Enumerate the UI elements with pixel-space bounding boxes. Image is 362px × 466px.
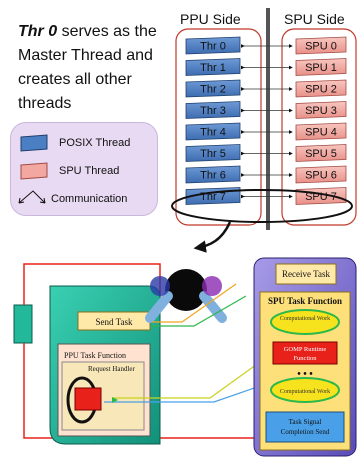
- ppu-thread-label: Thr 2: [200, 84, 226, 96]
- handler-red-block: [74, 387, 102, 411]
- ppu-thread-label: Thr 4: [200, 127, 226, 139]
- ppu-thread-box: [185, 144, 241, 162]
- hub-pipe-right: [199, 291, 227, 323]
- ppu-thread-box: [185, 122, 241, 141]
- zoom-arrow: [193, 221, 232, 253]
- hub-pipe-left: [145, 291, 173, 323]
- wire-green: [152, 295, 247, 327]
- computational-work-label-1: Computational Work: [280, 316, 330, 322]
- task-signal-label: Task Signal: [289, 418, 322, 426]
- task-signal-box: [265, 411, 345, 443]
- legend-posix-label: POSIX Thread: [59, 137, 131, 149]
- spu-thread-box: [295, 58, 347, 76]
- wire-blue: [104, 385, 261, 403]
- ppu-side-title: PPU Side: [180, 11, 241, 27]
- posix-thread-icon: [20, 134, 48, 152]
- gomp-runtime-box: [272, 341, 338, 365]
- communication-icon: [18, 190, 46, 204]
- computational-work-label-2: Computational Work: [280, 389, 330, 395]
- ppu-task-function-label: PPU Task Function: [64, 351, 126, 360]
- ppu-side-tab: [13, 304, 33, 344]
- ppu-thread-box: [185, 58, 241, 76]
- intro-text: Thr 0 serves as the Master Thread and cr…: [18, 20, 168, 116]
- legend-spu-label: SPU Thread: [59, 165, 120, 177]
- spu-thread-icon: [20, 162, 48, 180]
- ppu-thread-label: Thr 6: [200, 170, 226, 182]
- spu-thread-box: [295, 79, 347, 98]
- receive-task-box: [275, 263, 337, 285]
- ppu-thread-box: [185, 165, 241, 184]
- gomp-function-label: Function: [293, 355, 317, 362]
- spu-thread-box: [295, 36, 347, 55]
- legend-graphics: [18, 134, 48, 204]
- computational-work-oval-2: [270, 377, 340, 403]
- computational-work-oval-1: [270, 309, 340, 335]
- intro-rest: serves as the Master Thread and creates …: [18, 23, 157, 112]
- spu-thread-box: [295, 122, 347, 141]
- spu-side-title: SPU Side: [284, 11, 345, 27]
- spu-thread-group: [281, 28, 357, 226]
- ellipsis-dots: • • •: [297, 369, 313, 380]
- completion-send-label: Completion Send: [281, 428, 330, 436]
- send-task-label: Send Task: [96, 317, 133, 327]
- ppu-thread-label: Thr 0: [200, 41, 226, 53]
- side-divider: [266, 8, 270, 230]
- intro-lead: Thr 0: [18, 23, 58, 40]
- receive-task-label: Receive Task: [282, 269, 330, 279]
- thread7-highlight-ellipse: [171, 189, 353, 223]
- wire-orange: [152, 283, 237, 323]
- spu-thread-label: SPU 1: [305, 62, 337, 74]
- spu-thread-label: SPU 7: [305, 191, 337, 203]
- legend-box: POSIX Thread SPU Thread Communication: [10, 122, 158, 216]
- spu-thread-box: [295, 101, 347, 119]
- wire-yellow: [112, 361, 261, 399]
- spu-thread-box: [295, 144, 347, 162]
- spu-thread-label: SPU 0: [305, 41, 337, 53]
- ppu-thread-box: [185, 36, 241, 55]
- spu-thread-label: SPU 2: [305, 84, 337, 96]
- request-handler-label: Request Handler: [88, 365, 136, 373]
- ppu-thread-box: [185, 79, 241, 98]
- ppu-thread-group: [175, 28, 262, 226]
- spu-thread-label: SPU 5: [305, 148, 337, 160]
- legend-comm-label: Communication: [51, 193, 128, 205]
- gomp-runtime-label: GOMP Runtime: [284, 346, 327, 353]
- spu-thread-label: SPU 3: [305, 105, 337, 117]
- thread-rows: Thr 0 SPU 0 Thr 1 SPU 1 Thr 2 SPU 2 Thr 3 SPU 3…: [185, 36, 347, 205]
- spu-thread-box: [295, 165, 347, 184]
- spu-thread-label: SPU 6: [305, 170, 337, 182]
- spu-task-function-label: SPU Task Function: [268, 296, 342, 306]
- ppu-thread-label: Thr 1: [200, 62, 226, 74]
- spu-thread-label: SPU 4: [305, 127, 337, 139]
- communication-hub: [165, 269, 207, 311]
- ppu-thread-label: Thr 5: [200, 148, 226, 160]
- ppu-thread-box: [185, 101, 241, 119]
- ppu-thread-label: Thr 3: [200, 105, 226, 117]
